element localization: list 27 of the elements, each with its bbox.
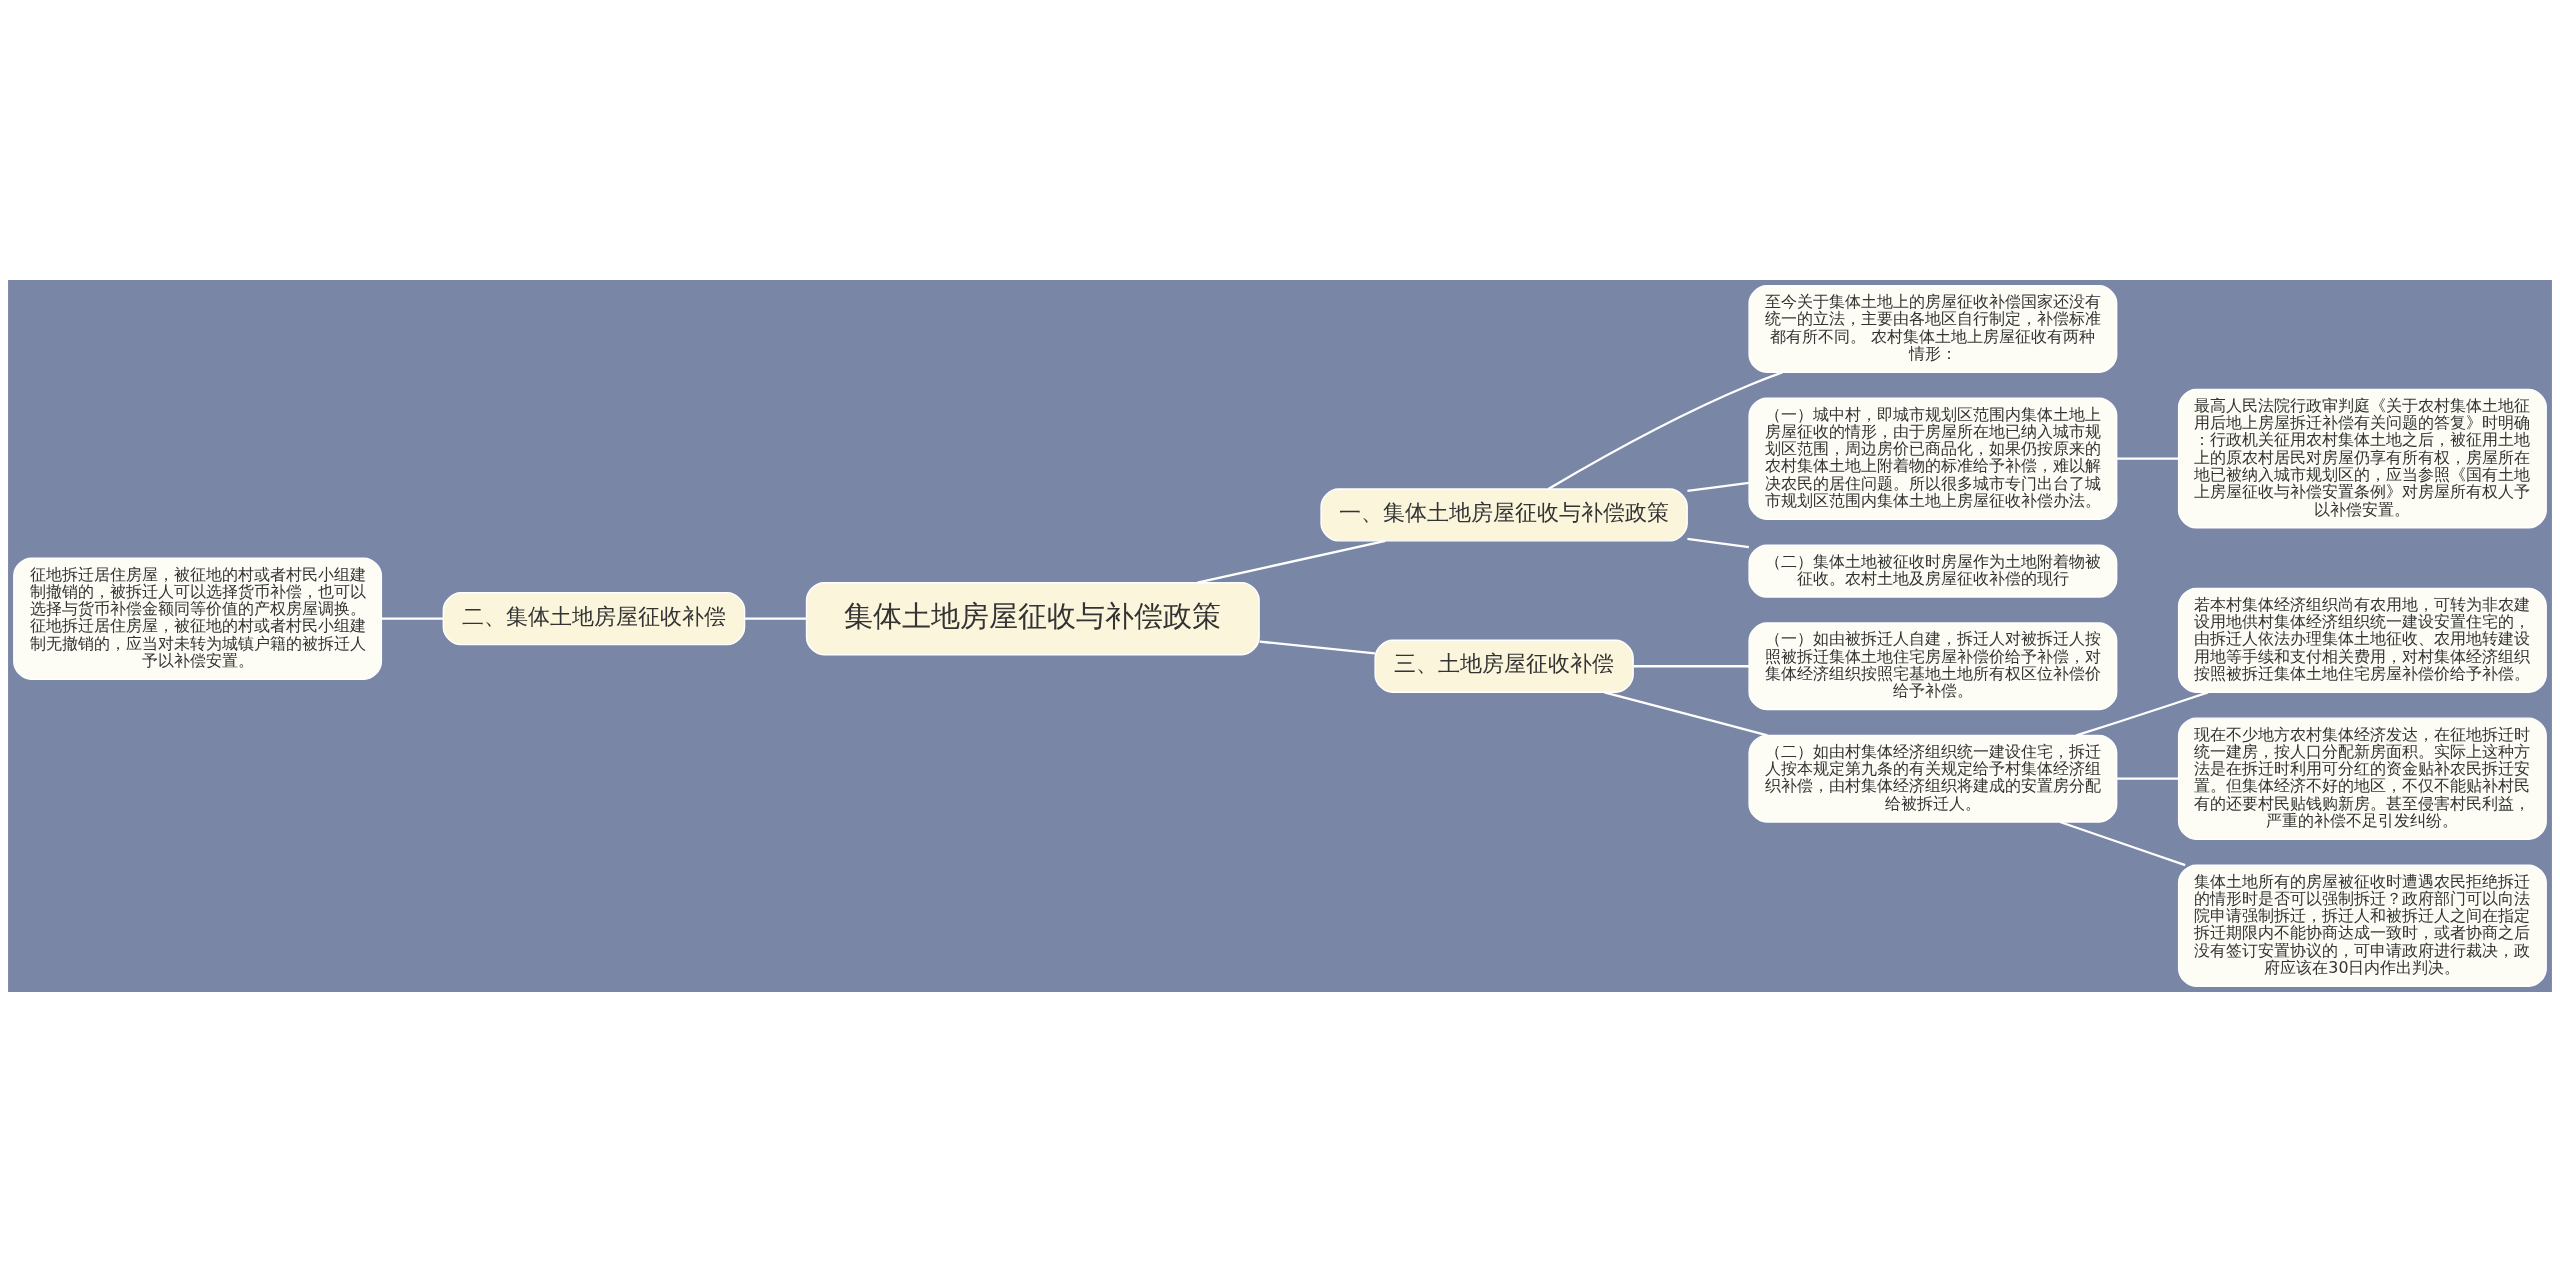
node-box: 一、集体土地房屋征收与补偿政策 — [1320, 487, 1688, 542]
node-box: 至今关于集体土地上的房屋征收补偿国家还没有统一的立法，主要由各地区自行制定，补偿标准都有所不同。 农村集体土地上房屋征收有两种情形： — [1748, 284, 2118, 373]
connector — [1633, 664, 1750, 667]
connector — [1259, 639, 1375, 654]
connector — [1547, 370, 1783, 490]
node-box: 三、土地房屋征收补偿 — [1374, 639, 1634, 693]
connector — [1687, 481, 1749, 492]
connector — [1604, 690, 1768, 736]
connector — [1687, 537, 1749, 548]
connector — [2075, 690, 2209, 736]
connector — [1197, 539, 1386, 584]
node-box: （一）城中村，即城市规划区范围内集体土地上房屋征收的情形，由于房屋所在地已纳入城市规划区范围，周边房价已商品化，如果仍按原来的农村集体土地上附着物的标准给予补偿，难以解决农民的居住问题。所以很多城市专门出台了城市规划区范围内集体土地上房屋征收补偿办法。 — [1748, 396, 2118, 520]
node-box: 现在不少地方农村集体经济发达，在征地拆迁时统一建房，按人口分配新房面积。实际上这种方法是在拆迁时利用可分红的资金贴补农民拆迁安置。但集体经济不好的地区，不仅不能贴补村民有的还要村民贴钱购新房。甚至侵害村民利益，严重的补偿不足引发纠纷。 — [2177, 716, 2547, 840]
node-box: （二）如由村集体经济组织统一建设住宅，拆迁人按本规定第九条的有关规定给予村集体经济组织补偿，由村集体经济组织将建成的安置房分配给被拆迁人。 — [1748, 734, 2118, 823]
node-box: （一）如由被拆迁人自建，拆迁人对被拆迁人按照被拆迁集体土地住宅房屋补偿价给予补偿，对集体经济组织按照宅基地土地所有权区位补偿价给予补偿。 — [1748, 621, 2118, 710]
node-box: （二）集体土地被征收时房屋作为土地附着物被征收。农村土地及房屋征收补偿的现行 — [1748, 544, 2118, 598]
node-box: 若本村集体经济组织尚有农用地，可转为非农建设用地供村集体经济组织统一建设安置住宅的，由拆迁人依法办理集体土地征收、农用地转建设用地等手续和支付相关费用，对村集体经济组织按照被拆迁集体土地住宅房屋补偿价给予补偿。 — [2177, 587, 2547, 693]
node-box: 集体土地所有的房屋被征收时遭遇农民拒绝拆迁的情形时是否可以强制拆迁？政府部门可以向法院申请强制拆迁，拆迁人和被拆迁人之间在指定拆迁期限内不能协商达成一致时，或者协商之后没有签订安置协议的，可申请政府进行裁决，政府应该在30日内作出判决。 — [2177, 863, 2547, 987]
connector — [2059, 820, 2186, 866]
connector — [744, 617, 807, 620]
connector — [2117, 457, 2179, 460]
node-box: 最高人民法院行政审判庭《关于农村集体土地征用后地上房屋拆迁补偿有关问题的答复》时明确：行政机关征用农村集体土地之后，被征用土地上的原农村居民对房屋仍享有所有权，房屋所在地已被纳入城市规划区的，应当参照《国有土地上房屋征收与补偿安置条例》对房屋所有权人予以补偿安置。 — [2177, 388, 2547, 529]
node-box: 集体土地房屋征收与补偿政策 — [805, 581, 1260, 655]
node-box: 二、集体土地房屋征收补偿 — [442, 591, 746, 645]
connector — [381, 617, 444, 620]
node-box: 征地拆迁居住房屋，被征地的村或者村民小组建制撤销的，被拆迁人可以选择货币补偿，也可以选择与货币补偿金额同等价值的产权房屋调换。征地拆迁居住房屋，被征地的村或者村民小组建制无撤销的，应当对未转为城镇户籍的被拆迁人予以补偿安置。 — [13, 556, 383, 680]
connector — [2117, 777, 2179, 780]
